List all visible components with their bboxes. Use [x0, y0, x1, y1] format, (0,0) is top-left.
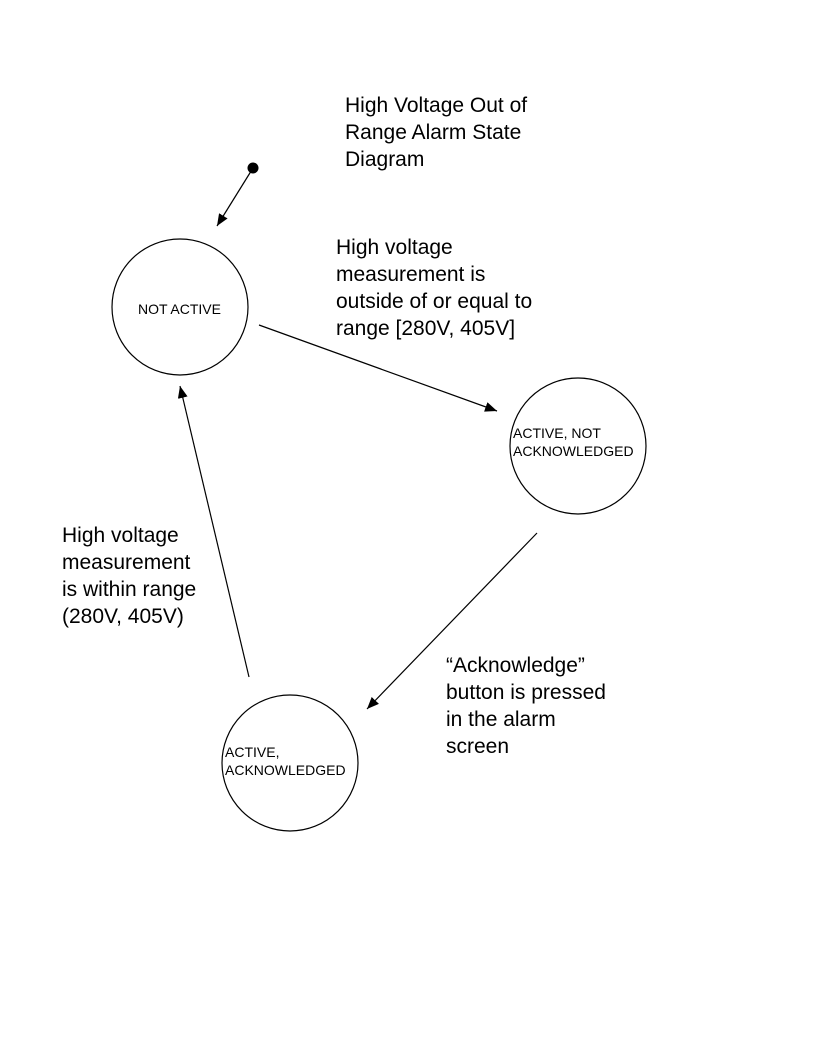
diagram-title: High Voltage Out of Range Alarm State Di… — [345, 94, 528, 171]
initial-transition-arrow — [216, 167, 254, 227]
state-not-active-label: NOT ACTIVE — [138, 301, 221, 317]
state-not-active-node — [111, 238, 249, 376]
transition-label-active-not-ack-to-active-ack: “Acknowledge” button is pressed in the a… — [446, 654, 606, 758]
state-active-not-acknowledged-node — [509, 377, 647, 515]
transition-arrow-active-ack-to-not-active — [177, 385, 250, 678]
state-active-acknowledged-node — [221, 694, 359, 832]
transition-label-active-ack-to-not-active: High voltage measurement is within range… — [62, 524, 197, 628]
state-active-acknowledged-label: ACTIVE, ACKNOWLEDGED — [225, 744, 346, 778]
transition-arrow-active-not-ack-to-active-ack — [366, 532, 538, 710]
state-active-not-acknowledged-label: ACTIVE, NOT ACKNOWLEDGED — [513, 425, 634, 459]
transition-arrow-not-active-to-active-not-ack — [258, 324, 498, 412]
transition-label-not-active-to-active-not-ack: High voltage measurement is outside of o… — [336, 236, 533, 340]
